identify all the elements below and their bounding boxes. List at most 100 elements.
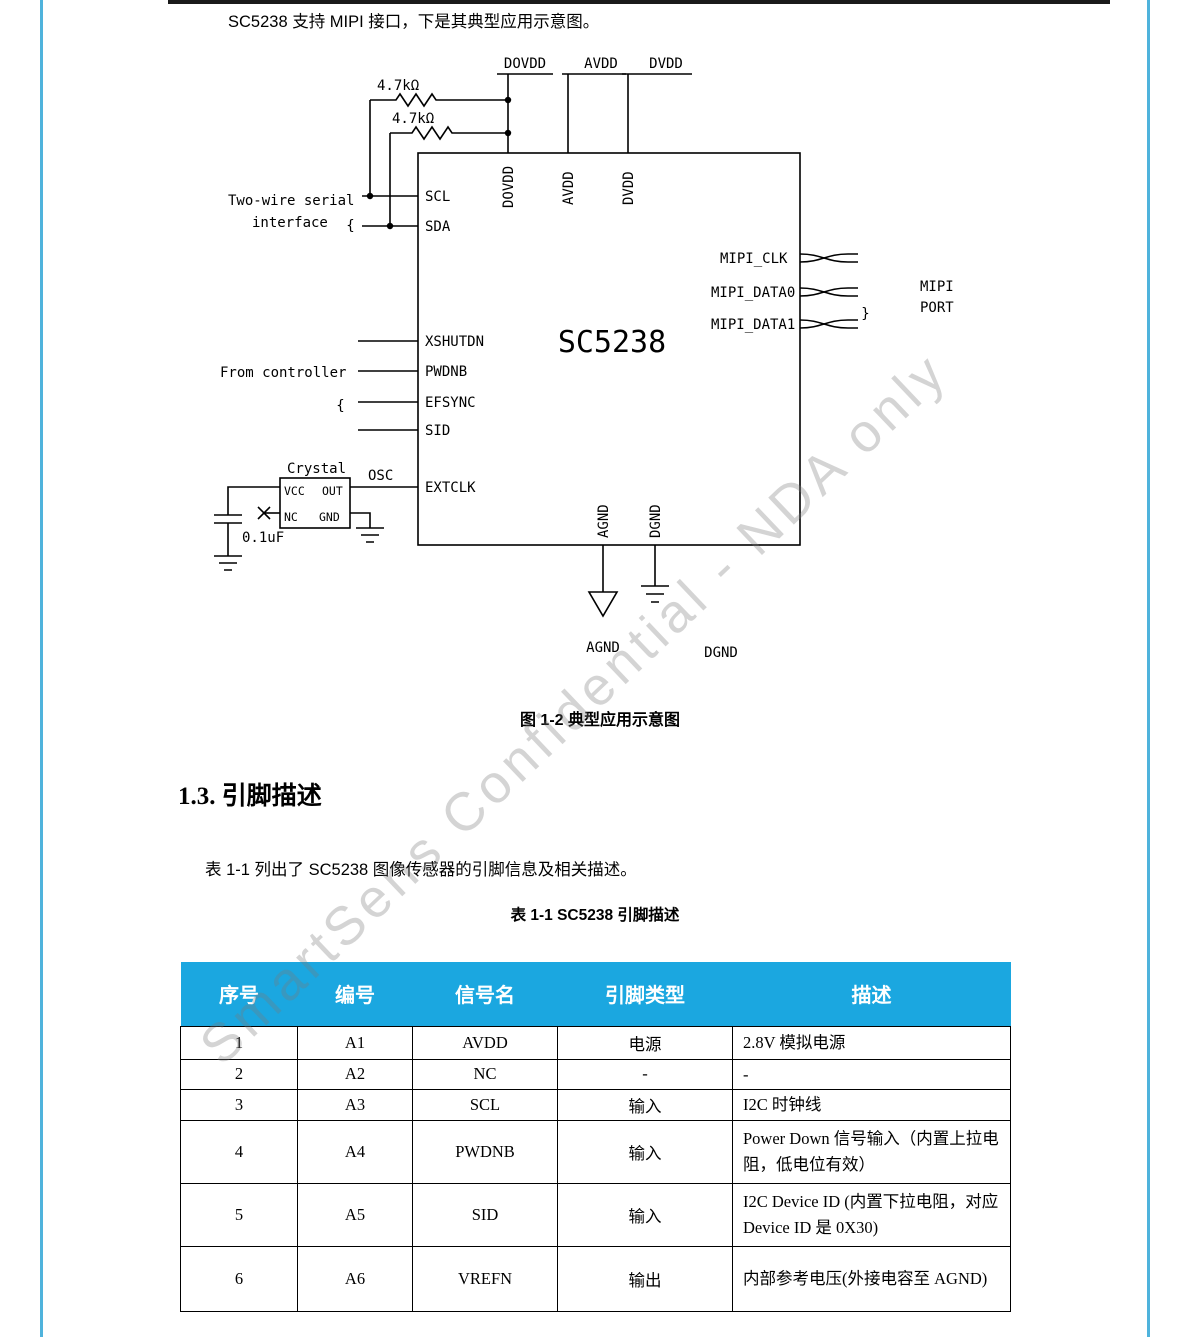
- cell-signal-name: SCL: [412, 1089, 558, 1121]
- from-controller-label: From controller: [220, 365, 346, 381]
- ground-symbol: [214, 555, 242, 571]
- cell-description: -: [732, 1058, 1011, 1091]
- pin-description-table: 序号 编号 信号名 引脚类型 描述 1 A1 AVDD 电源 2.8V 模拟电源…: [180, 962, 1011, 1312]
- table-caption: 表 1-1 SC5238 引脚描述: [510, 907, 680, 924]
- chip: SC5238 DOVDD AVDD DVDD AGND DGND SCL SDA…: [417, 152, 801, 546]
- crystal-pin-gnd: GND: [319, 510, 340, 524]
- cell-signal-name: NC: [412, 1058, 558, 1091]
- page-border-left: [40, 0, 43, 1337]
- crystal-title: Crystal: [287, 461, 346, 477]
- mipi-port-label-line2: PORT: [920, 300, 954, 316]
- col-header-pin-number: 编号: [297, 962, 413, 1026]
- table-header-row: 序号 编号 信号名 引脚类型 描述: [180, 962, 1011, 1026]
- resistor1-value: 4.7kΩ: [377, 78, 419, 94]
- pin-extclk: EXTCLK: [425, 480, 476, 496]
- power-rails: DOVDD AVDD DVDD: [497, 56, 692, 153]
- rail-dovdd-label: DOVDD: [504, 56, 546, 72]
- cell-signal-name: AVDD: [412, 1025, 558, 1060]
- pin-mipi-data0: MIPI_DATA0: [711, 285, 795, 301]
- cell-pin-type: 电源: [557, 1025, 733, 1060]
- cell-signal-name: SID: [412, 1182, 558, 1247]
- cell-pin-number: A2: [297, 1058, 413, 1091]
- mipi-data0-pair: [799, 287, 858, 297]
- table-row: 3 A3 SCL 输入 I2C 时钟线: [180, 1089, 1011, 1121]
- table-row: 5 A5 SID 输入 I2C Device ID (内置下拉电阻，对应 Dev…: [180, 1182, 1011, 1247]
- crystal-pin-vcc: VCC: [284, 484, 305, 498]
- dgnd-ground-icon: [641, 585, 669, 603]
- cell-description: Power Down 信号输入（内置上拉电阻，低电位有效）: [732, 1119, 1011, 1184]
- pin-pwdnb: PWDNB: [425, 364, 467, 380]
- resistor2-symbol: [390, 125, 508, 141]
- application-diagram: DOVDD AVDD DVDD 4.7kΩ 4.7kΩ SC5238 DOVDD…: [214, 56, 954, 661]
- col-header-pin-type: 引脚类型: [557, 962, 733, 1026]
- mipi-data1-pair: [799, 319, 858, 329]
- two-wire-label-line1: Two-wire serial: [228, 193, 354, 209]
- crystal-circuit: Crystal VCC OUT NC GND OSC 0.1uF: [214, 461, 418, 571]
- two-wire-label-line2: interface: [252, 215, 328, 231]
- agnd-arrow-icon: [587, 591, 619, 618]
- cell-description: 内部参考电压(外接电容至 AGND): [732, 1245, 1011, 1312]
- cell-description: I2C Device ID (内置下拉电阻，对应 Device ID 是 0X3…: [732, 1182, 1011, 1247]
- junction-dot: [504, 96, 512, 104]
- brace-two-wire: {: [346, 218, 355, 234]
- mipi-data0-pair: [799, 287, 858, 297]
- cell-signal-name: PWDNB: [412, 1119, 558, 1184]
- crystal-pin-out: OUT: [322, 484, 343, 498]
- cell-pin-number: A4: [297, 1119, 413, 1184]
- pin-dovdd: DOVDD: [501, 166, 517, 208]
- vcc-wire: [227, 486, 280, 515]
- crystal-pin-nc: NC: [284, 510, 298, 524]
- capacitor-value: 0.1uF: [242, 530, 284, 546]
- section-intro: 表 1-1 列出了 SC5238 图像传感器的引脚信息及相关描述。: [205, 861, 637, 879]
- junction-dot: [504, 129, 512, 137]
- cell-pin-number: A5: [297, 1182, 413, 1247]
- pullup-resistors: 4.7kΩ 4.7kΩ: [366, 78, 512, 230]
- grounds: AGND DGND: [586, 545, 738, 661]
- col-header-description: 描述: [732, 962, 1011, 1026]
- resistor1-symbol: [370, 92, 508, 108]
- cell-description: 2.8V 模拟电源: [732, 1025, 1011, 1060]
- page-border-right: [1147, 0, 1150, 1337]
- ground-symbol: [356, 527, 384, 543]
- cell-index: 5: [180, 1182, 298, 1247]
- chip-name: SC5238: [558, 325, 666, 360]
- pin-dvdd: DVDD: [621, 171, 637, 205]
- cell-pin-type: -: [557, 1058, 733, 1091]
- mipi-clk-pair: [799, 253, 858, 263]
- dgnd-label: DGND: [704, 645, 738, 661]
- rail-avdd-label: AVDD: [584, 56, 618, 72]
- cell-description: I2C 时钟线: [732, 1089, 1011, 1121]
- pin-scl: SCL: [425, 189, 450, 205]
- cell-pin-number: A3: [297, 1089, 413, 1121]
- mipi-port: } MIPI PORT: [799, 253, 954, 329]
- cell-index: 4: [180, 1119, 298, 1184]
- cell-index: 1: [180, 1025, 298, 1060]
- no-connect-x-icon: [257, 506, 271, 520]
- pin-sda: SDA: [425, 219, 451, 235]
- col-header-index: 序号: [180, 962, 298, 1026]
- table-row: 2 A2 NC - -: [180, 1058, 1011, 1091]
- header-rule: [168, 0, 1110, 4]
- pin-mipi-data1: MIPI_DATA1: [711, 317, 795, 333]
- intro-text: SC5238 支持 MIPI 接口，下是其典型应用示意图。: [228, 13, 600, 31]
- crystal-gnd-wire: [350, 512, 371, 528]
- table-row: 4 A4 PWDNB 输入 Power Down 信号输入（内置上拉电阻，低电位…: [180, 1119, 1011, 1184]
- brace-from-controller: {: [336, 398, 345, 414]
- cell-pin-type: 输入: [557, 1089, 733, 1121]
- pin-sid: SID: [425, 423, 450, 439]
- pin-mipi-clk: MIPI_CLK: [720, 251, 788, 267]
- table-row: 1 A1 AVDD 电源 2.8V 模拟电源: [180, 1025, 1011, 1060]
- cell-pin-type: 输入: [557, 1182, 733, 1247]
- cell-index: 6: [180, 1245, 298, 1312]
- two-wire-interface: Two-wire serial interface {: [228, 193, 418, 234]
- crystal-box: [279, 477, 351, 529]
- pin-avdd: AVDD: [561, 171, 577, 205]
- cell-pin-number: A6: [297, 1245, 413, 1312]
- pin-xshutdn: XSHUTDN: [425, 334, 484, 350]
- cell-signal-name: VREFN: [412, 1245, 558, 1312]
- pin-efsync: EFSYNC: [425, 395, 476, 411]
- cell-pin-type: 输入: [557, 1119, 733, 1184]
- brace-mipi: }: [861, 306, 870, 322]
- mipi-data1-pair: [799, 319, 858, 329]
- chip-outline: [417, 152, 801, 546]
